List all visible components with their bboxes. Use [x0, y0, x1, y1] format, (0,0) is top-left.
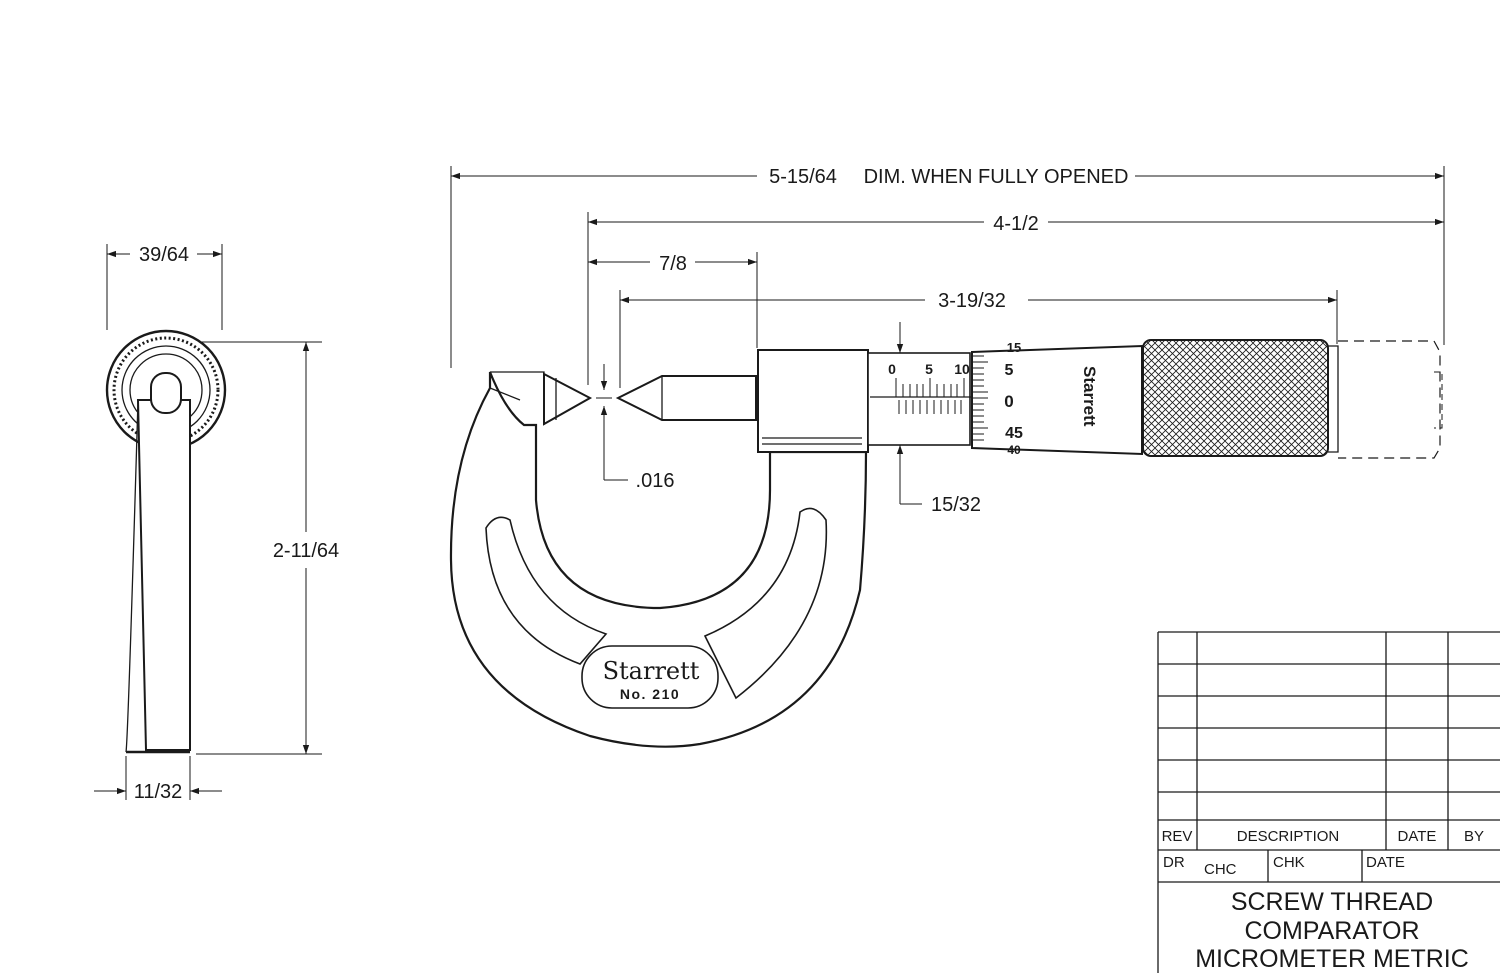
title-block-by-header: BY	[1464, 828, 1484, 845]
dim-length: 4-1/2	[993, 213, 1039, 235]
side-view-frame-arm	[136, 399, 191, 751]
anvil-point	[543, 372, 593, 426]
dim-tip-gap: .016	[636, 470, 675, 492]
sleeve-label-5: 5	[925, 361, 933, 377]
knurled-grip	[1142, 339, 1329, 457]
title-block-date-label: DATE	[1366, 854, 1405, 871]
dim-overall-note: DIM. WHEN FULLY OPENED	[864, 166, 1129, 188]
frame-model-label: No. 210	[620, 686, 680, 702]
title-block-date-header: DATE	[1398, 828, 1437, 845]
dim-side-width: 39/64	[139, 244, 189, 266]
title-block-description-header: DESCRIPTION	[1237, 828, 1340, 845]
sleeve-scale	[895, 378, 965, 414]
frame-recess-left	[485, 516, 608, 665]
thimble	[971, 344, 1143, 456]
title-block-dr-label: DR	[1163, 854, 1185, 871]
thimble-brand: Starrett	[1080, 366, 1099, 427]
side-view-spindle-end	[150, 372, 182, 414]
dim-side-height: 2-11/64	[273, 540, 339, 562]
extended-position-outline	[1338, 340, 1441, 459]
drawing-title-line1: SCREW THREAD	[1231, 888, 1433, 916]
thimble-label-15: 15	[1007, 340, 1021, 355]
title-block: REV DESCRIPTION DATE BY DR CHC CHK DATE …	[1157, 631, 1500, 973]
frame-recess-right	[703, 507, 828, 700]
sleeve-housing	[757, 349, 869, 453]
dim-overall-value: 5-15/64	[769, 166, 837, 188]
dim-side-thickness: 11/32	[134, 781, 183, 803]
sleeve-label-0: 0	[888, 361, 896, 377]
thimble-label-0: 0	[1004, 392, 1013, 411]
thimble-label-40: 40	[1007, 443, 1021, 457]
thimble-label-5: 5	[1005, 362, 1014, 379]
side-view-frame-edge	[125, 399, 139, 753]
thimble-label-45: 45	[1005, 425, 1023, 442]
drawing-title-line3: MICROMETER METRIC	[1195, 945, 1469, 973]
front-view: Starrett No. 210	[449, 166, 1445, 748]
side-view: 39/64 2-11/64 11/32	[94, 244, 339, 803]
title-block-rev-header: REV	[1162, 828, 1193, 845]
dim-anvil-gap: 7/8	[659, 253, 687, 275]
frame-logo-plate	[581, 645, 719, 709]
title-block-chk-label: CHK	[1273, 854, 1305, 871]
frame-brand-logo: Starrett	[603, 657, 700, 685]
dim-sleeve-dia: 15/32	[931, 494, 981, 516]
sleeve-label-10: 10	[954, 361, 970, 377]
spindle-point	[615, 375, 757, 421]
title-block-dr-value: CHC	[1204, 861, 1237, 878]
thimble-scale	[972, 355, 988, 441]
dim-spindle: 3-19/32	[938, 290, 1006, 312]
ratchet-cap	[1328, 345, 1339, 453]
drawing-title-line2: COMPARATOR	[1244, 917, 1419, 945]
sleeve	[867, 352, 971, 446]
